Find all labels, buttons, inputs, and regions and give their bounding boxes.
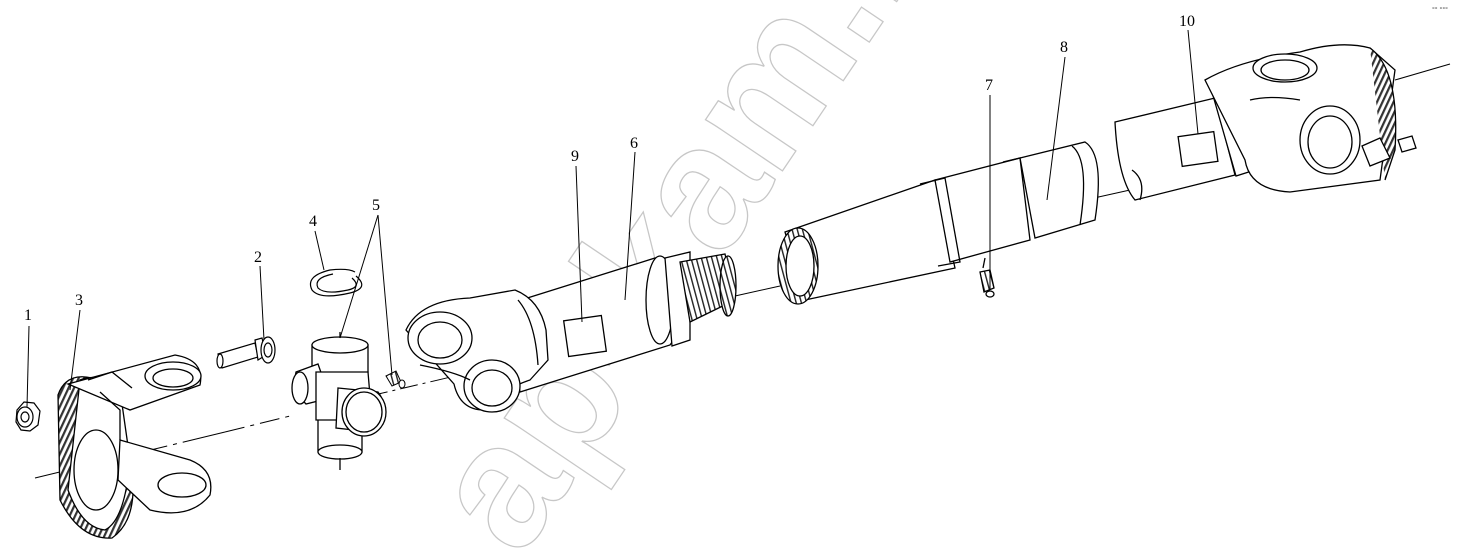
corner-mark: °° °°°	[1432, 6, 1448, 14]
label-4: 4	[309, 213, 317, 230]
part-8-shaft-tube	[777, 141, 1099, 305]
part-6-slip-yoke	[405, 251, 737, 413]
leader-lines	[26, 29, 1199, 408]
label-3: 3	[75, 292, 83, 309]
label-9: 9	[571, 148, 579, 165]
part-2-bolt	[216, 336, 276, 369]
label-6: 6	[630, 135, 638, 152]
callout-labels: 1 3 2 4 5 9 6 7 8 10	[24, 13, 1195, 324]
label-1: 1	[24, 307, 32, 324]
label-2: 2	[254, 249, 262, 266]
part-3-flange-yoke	[57, 354, 212, 539]
part-5-cross-spider	[291, 332, 387, 470]
label-10: 10	[1179, 13, 1195, 30]
label-8: 8	[1060, 39, 1068, 56]
label-7: 7	[985, 77, 993, 94]
part-10-end-yoke	[1114, 44, 1417, 201]
label-5: 5	[372, 197, 380, 214]
part-1-nut	[15, 401, 41, 432]
part-5-grease-fitting	[385, 370, 406, 389]
